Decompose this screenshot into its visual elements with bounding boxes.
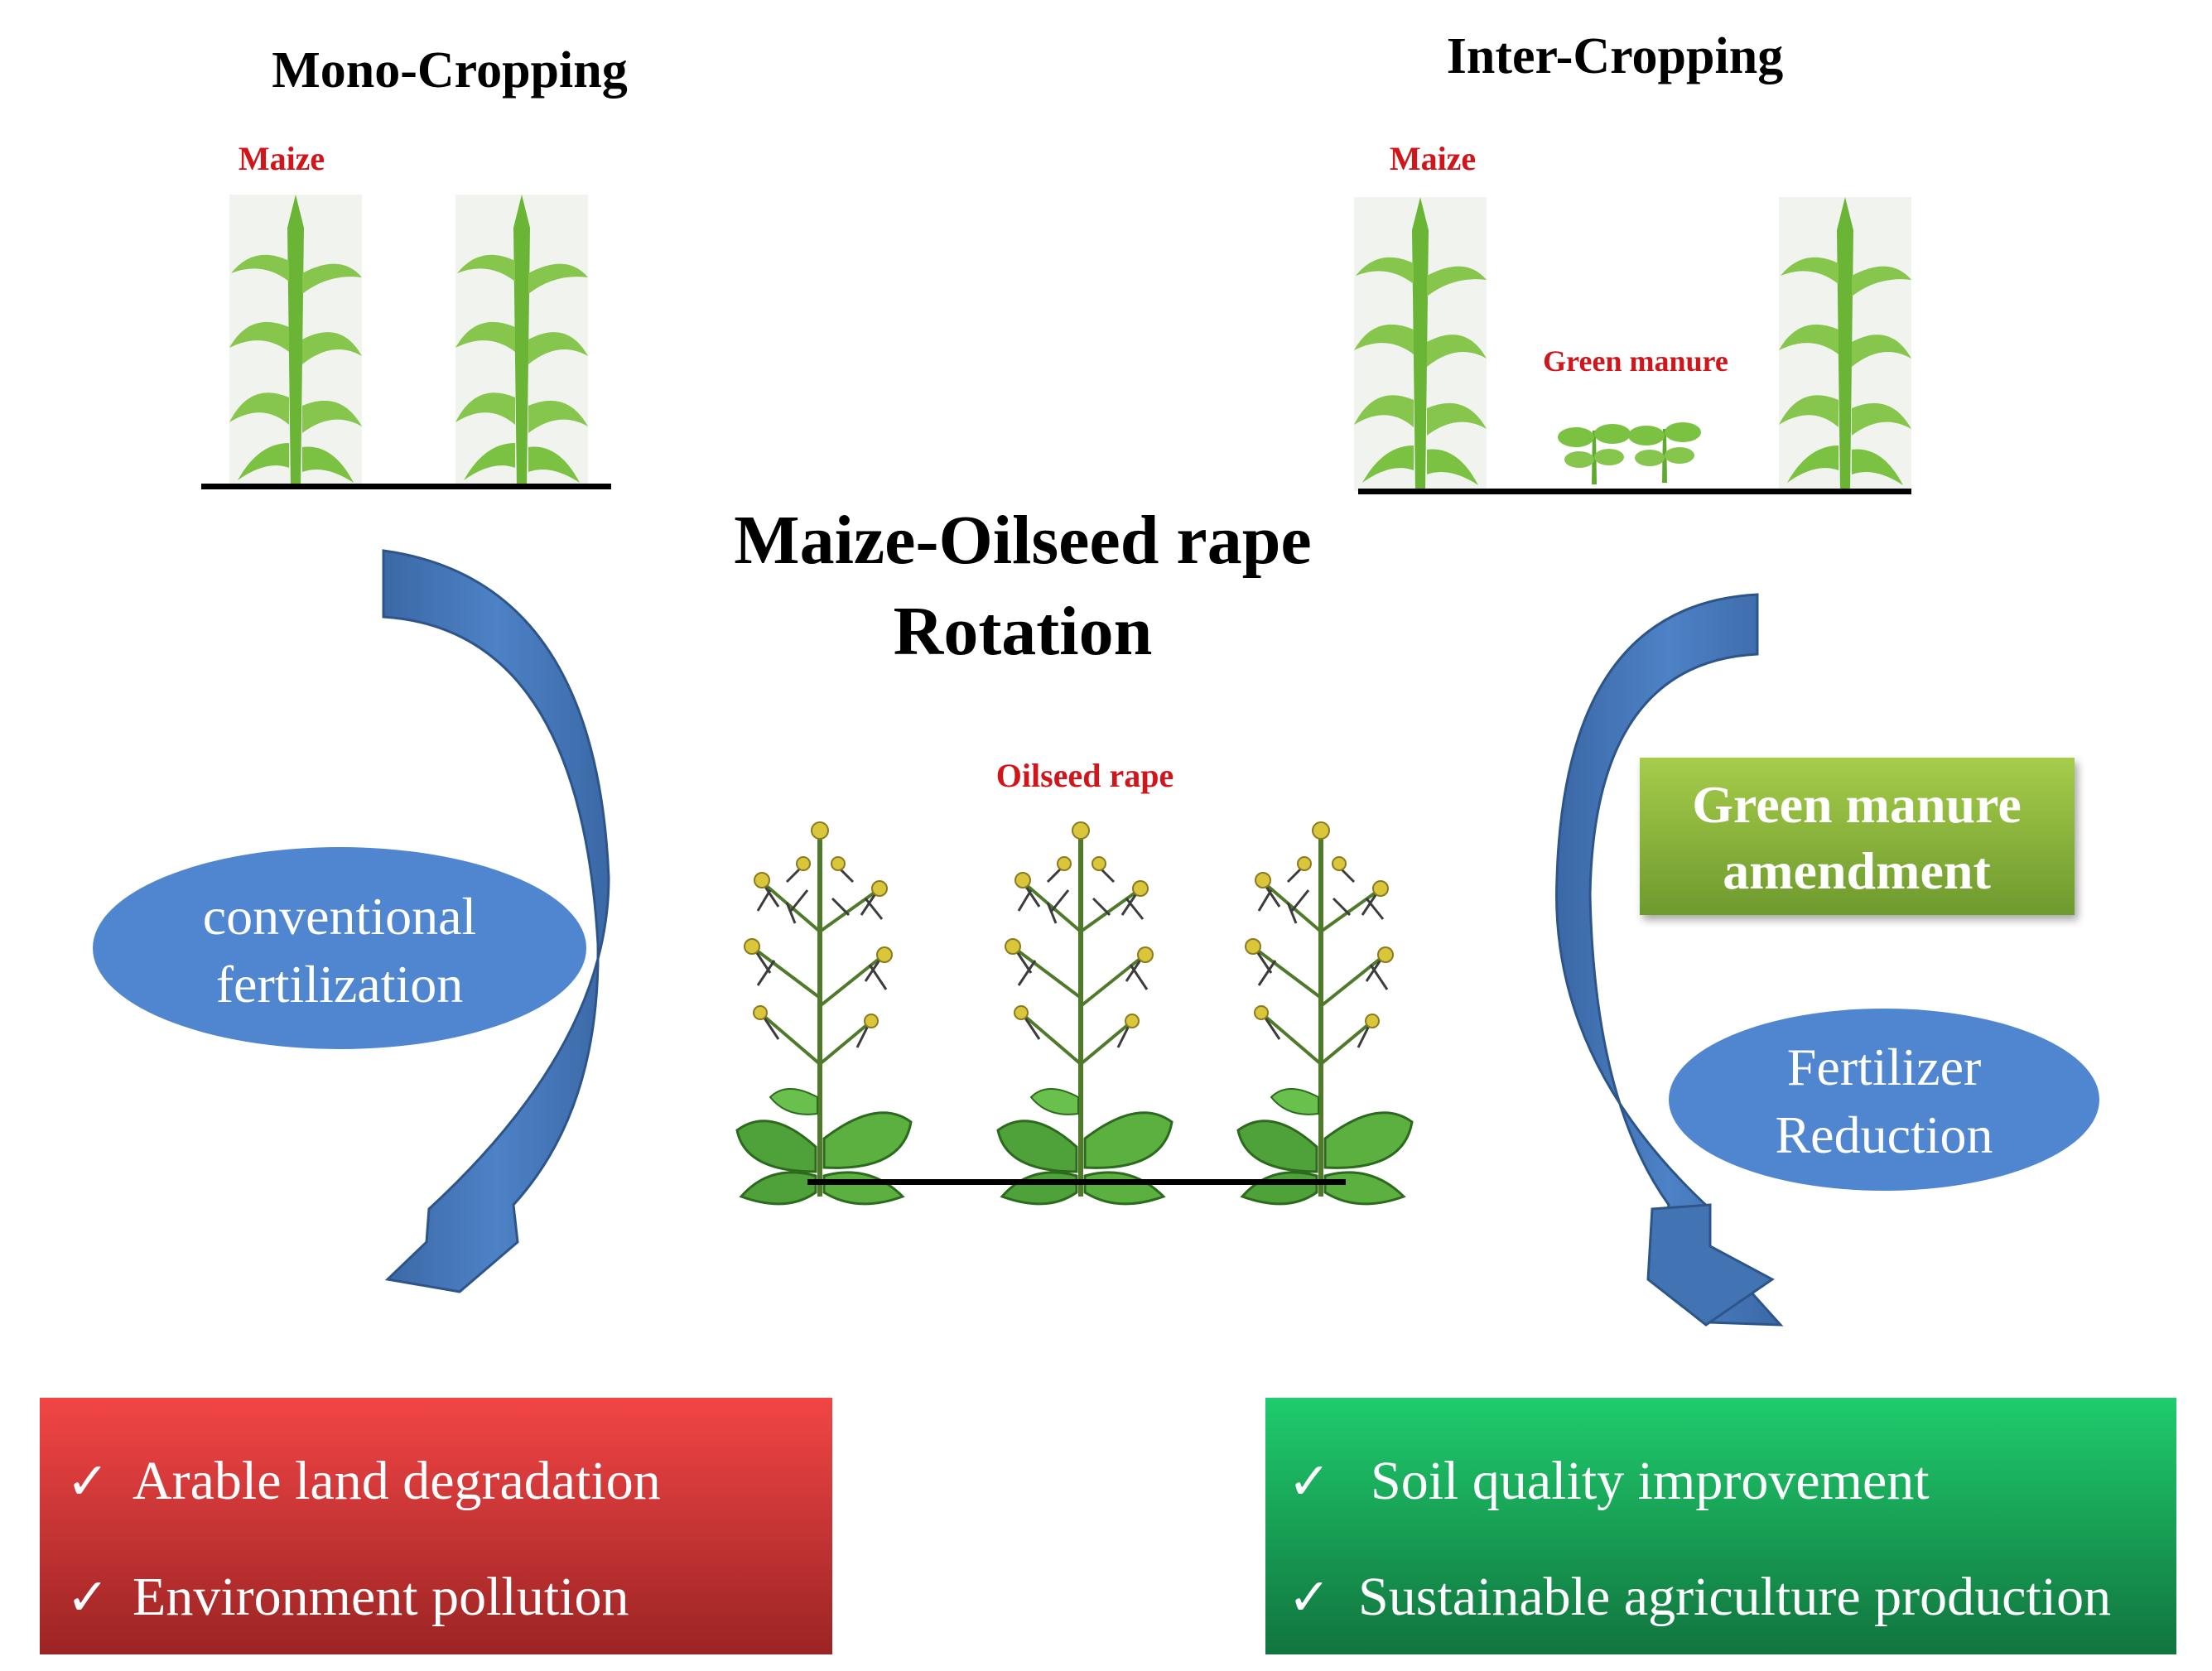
right-curved-arrow: [1555, 593, 1784, 1327]
green-manure-seedling-1: [1558, 424, 1631, 484]
oilseed-rape-plant-3: [1238, 822, 1412, 1204]
rotation-title-line1: Maize-Oilseed rape: [734, 502, 1311, 579]
rotation-title-line2: Rotation: [894, 593, 1153, 670]
conventional-label-line2: fertilization: [216, 955, 464, 1014]
mono-cropping-heading: Mono-Cropping: [272, 42, 628, 99]
green-manure-label: Green manure: [1543, 344, 1728, 378]
oilseed-rape-plant-1: [737, 822, 911, 1204]
amendment-label-line2: amendment: [1723, 841, 1991, 900]
positive-outcomes-box: [1265, 1398, 2176, 1654]
inter-maize-label: Maize: [1390, 140, 1476, 177]
amendment-label-line1: Green manure: [1692, 775, 2022, 834]
left-curved-arrow: [382, 549, 610, 1293]
inter-ground-line: [1358, 489, 1911, 494]
reduction-label-line1: Fertilizer: [1787, 1038, 1982, 1096]
mono-maize-label: Maize: [239, 140, 325, 177]
check-icon: ✓: [66, 1454, 109, 1510]
green-manure-amendment-box: [1640, 758, 2075, 915]
check-icon: ✓: [66, 1570, 109, 1626]
oilseed-rape-label: Oilseed rape: [996, 757, 1173, 794]
conventional-label-line1: conventional: [203, 887, 477, 946]
check-icon: ✓: [1288, 1570, 1331, 1626]
fertilizer-reduction-ellipse: [1669, 1009, 2099, 1191]
green-manure-seedling-2: [1628, 422, 1701, 483]
negative-outcomes-box: [40, 1398, 832, 1654]
outcome-environment-pollution: Environment pollution: [133, 1567, 629, 1627]
maize-plant-left-1: [229, 195, 362, 489]
maize-plant-right-1: [1354, 197, 1487, 491]
mono-ground-line: [201, 484, 611, 489]
right-arrow-head: [1646, 1203, 1775, 1327]
outcome-soil-quality-improvement: Soil quality improvement: [1371, 1451, 1930, 1511]
maize-plant-left-2: [455, 195, 588, 489]
maize-plant-right-2: [1779, 197, 1911, 491]
reduction-label-line2: Reduction: [1775, 1105, 1993, 1164]
conventional-fertilization-ellipse: [93, 847, 586, 1049]
inter-cropping-heading: Inter-Cropping: [1447, 28, 1783, 84]
check-icon: ✓: [1288, 1454, 1331, 1510]
rotation-ground-line: [807, 1179, 1346, 1185]
oilseed-rape-plant-2: [998, 822, 1172, 1204]
outcome-arable-land-degradation: Arable land degradation: [133, 1451, 661, 1511]
outcome-sustainable-agriculture-production: Sustainable agriculture production: [1358, 1567, 2111, 1627]
